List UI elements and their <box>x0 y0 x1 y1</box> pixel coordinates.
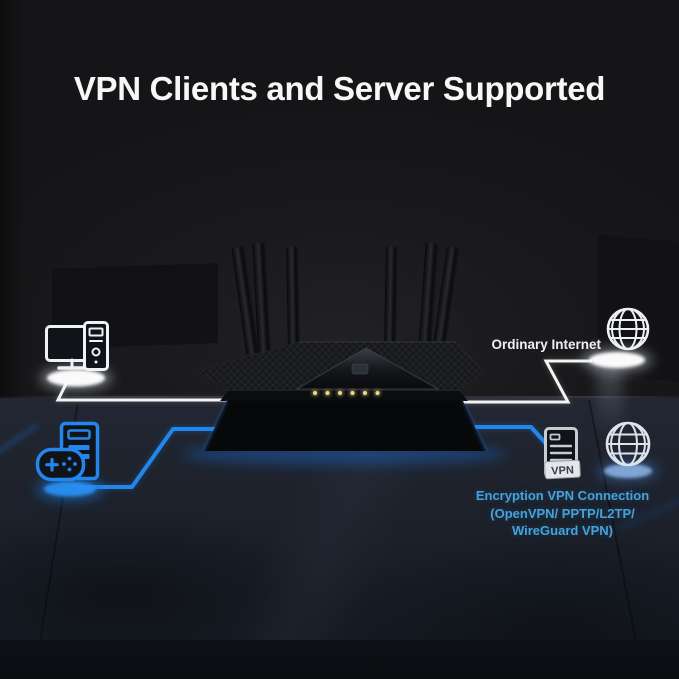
connection-line-internet-white <box>458 359 592 404</box>
router-stand-platform <box>183 400 507 465</box>
glow-ellipse-internet <box>582 348 652 372</box>
globe-icon <box>605 421 651 467</box>
background-pillar-highlight <box>597 362 623 434</box>
router-body <box>195 341 484 401</box>
server-vpn-icon: VPN <box>544 427 581 480</box>
caption-line-1: Encryption VPN Connection <box>475 488 650 503</box>
connection-line-gaming-blue <box>76 427 232 489</box>
gaming-pc-gamepad-icon <box>35 421 100 482</box>
background-shadow-left <box>0 0 26 420</box>
tp-link-logo <box>351 363 369 375</box>
desktop-computer-icon <box>45 321 109 371</box>
vpn-connection-caption: Encryption VPN Connection (OpenVPN/ PPTP… <box>460 487 665 540</box>
vpn-tag-label: VPN <box>551 464 574 477</box>
glow-ellipse-vpn-internet <box>598 461 658 481</box>
glow-ellipse-gaming <box>36 477 104 501</box>
ordinary-internet-label: Ordinary Internet <box>491 337 601 352</box>
caption-line-3: WireGuard VPN) <box>511 523 613 538</box>
router-led-strip <box>311 389 381 397</box>
router-device-image <box>183 242 507 465</box>
glow-ellipse-client <box>40 366 112 390</box>
router-antennas <box>231 242 460 355</box>
floor-front-strip <box>0 640 679 679</box>
caption-line-2: (OpenVPN/ PPTP/L2TP/ <box>490 505 635 521</box>
vpn-tag: VPN <box>544 459 581 480</box>
globe-icon <box>606 307 650 351</box>
banner-title: VPN Clients and Server Supported <box>73 70 606 107</box>
